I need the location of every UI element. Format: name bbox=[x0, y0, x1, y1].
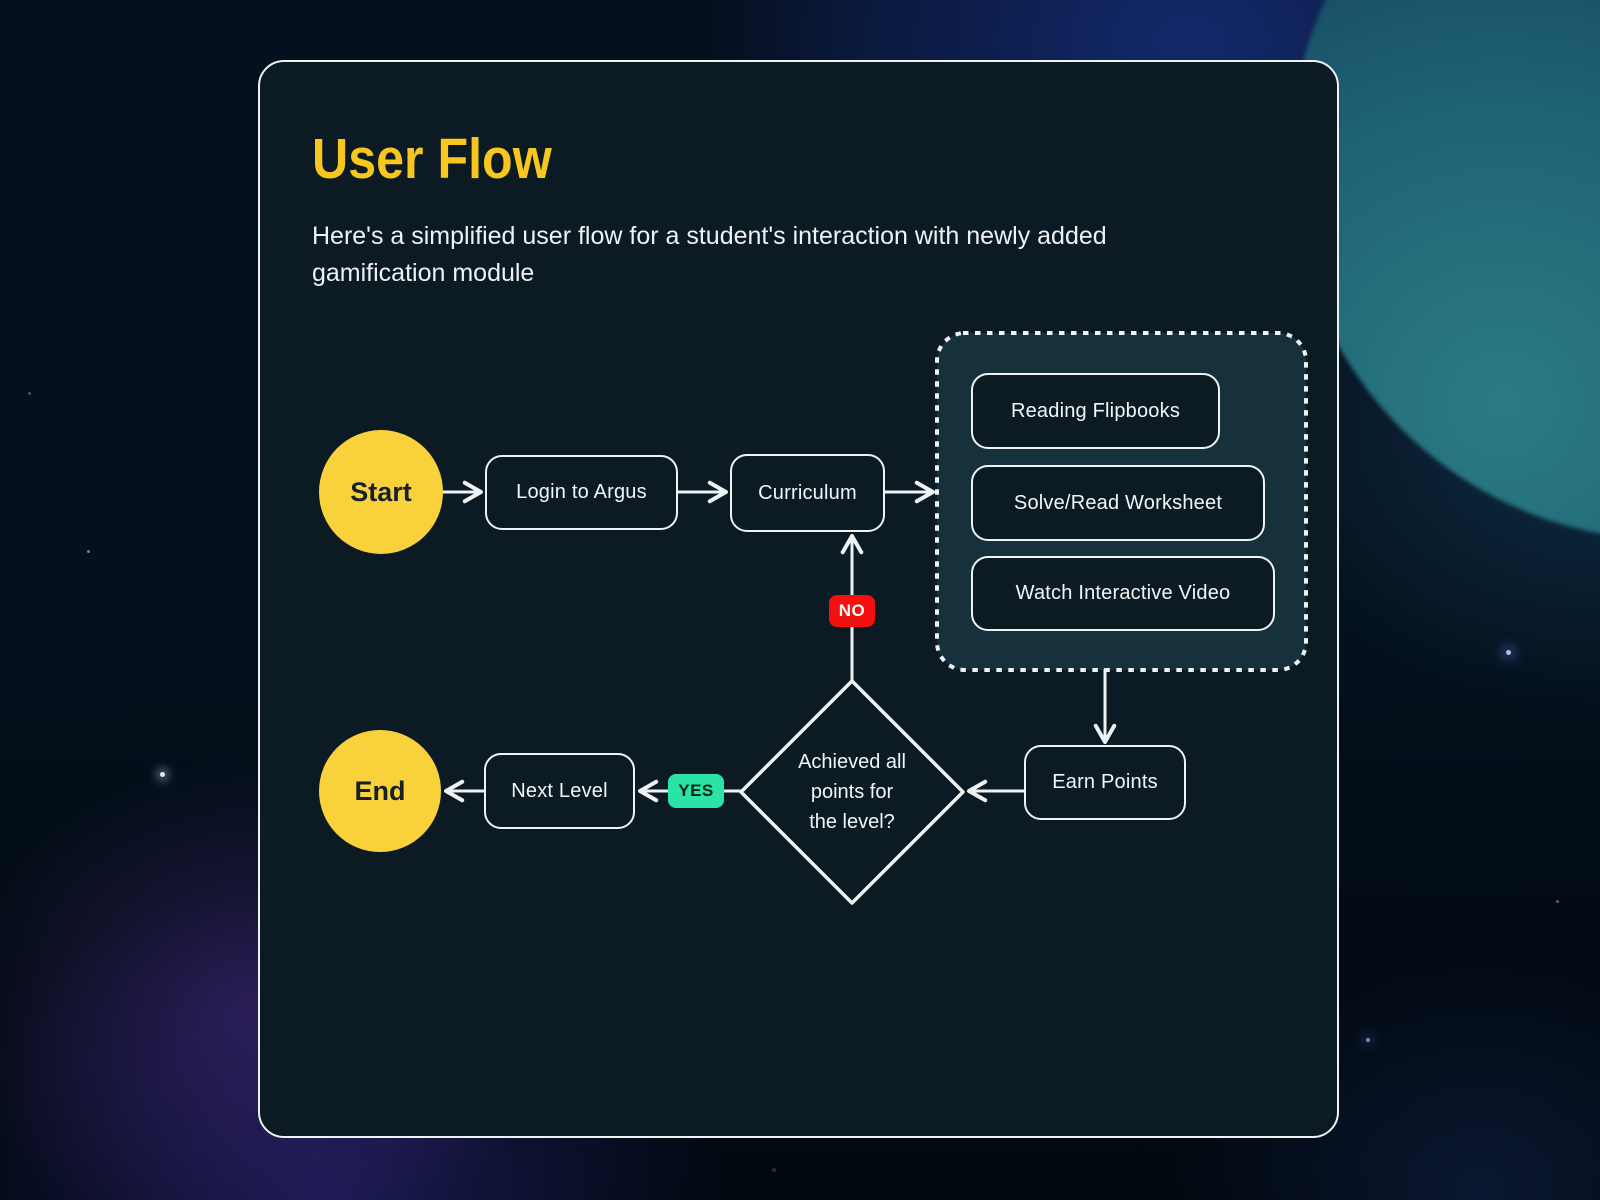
curriculum-node: Curriculum bbox=[730, 454, 885, 532]
earn-points-node-label: Earn Points bbox=[1052, 771, 1158, 793]
activity-node-watch-interactive-video: Watch Interactive Video bbox=[971, 556, 1275, 631]
login-node: Login to Argus bbox=[485, 455, 678, 530]
next-level-node: Next Level bbox=[484, 753, 635, 829]
page-subtitle: Here's a simplified user flow for a stud… bbox=[312, 222, 1107, 287]
next-level-node-label: Next Level bbox=[511, 779, 608, 802]
curriculum-node-label: Curriculum bbox=[758, 481, 857, 504]
decision-line: points for bbox=[810, 781, 894, 803]
star bbox=[1556, 900, 1559, 903]
star bbox=[28, 392, 31, 395]
star bbox=[1506, 650, 1511, 655]
decision-node-label: Achieved all points for the level? bbox=[772, 733, 932, 851]
yes-branch-label: YES bbox=[678, 781, 714, 800]
yes-branch-badge: YES bbox=[668, 774, 724, 808]
activity-label: Solve/Read Worksheet bbox=[1013, 491, 1223, 514]
page-title: User Flow bbox=[312, 127, 552, 191]
star bbox=[160, 772, 165, 777]
star bbox=[772, 1168, 776, 1172]
decision-line: the level? bbox=[809, 811, 895, 833]
star bbox=[87, 550, 90, 553]
decision-diamond bbox=[739, 679, 965, 905]
user-flow-card: User Flow Here's a simplified user flow … bbox=[258, 60, 1339, 1138]
no-branch-label: NO bbox=[838, 601, 866, 620]
end-node-label: End bbox=[354, 775, 406, 806]
activity-label: Reading Flipbooks bbox=[1010, 399, 1181, 422]
start-node: Start bbox=[319, 430, 443, 554]
end-node: End bbox=[319, 730, 441, 852]
activity-node-reading-flipbooks: Reading Flipbooks bbox=[971, 373, 1220, 449]
activity-node-solve-read-worksheet: Solve/Read Worksheet bbox=[971, 465, 1265, 541]
decision-line: Achieved all bbox=[798, 751, 906, 773]
activity-label: Watch Interactive Video bbox=[1015, 582, 1231, 604]
star bbox=[1366, 1038, 1370, 1042]
earn-points-node: Earn Points bbox=[1024, 745, 1186, 820]
no-branch-badge: NO bbox=[829, 595, 875, 627]
start-node-label: Start bbox=[350, 476, 412, 507]
login-node-label: Login to Argus bbox=[516, 481, 647, 503]
